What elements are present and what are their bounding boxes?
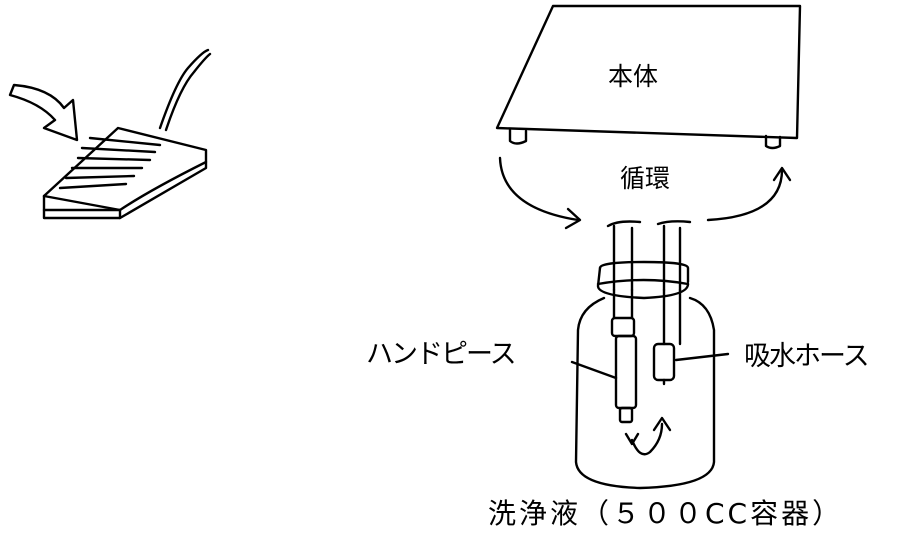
main-unit-label: 本体 [608,62,659,91]
swirl-arrow-icon [624,416,672,456]
circulation-arrow-left [498,156,582,230]
handpiece-leader [570,360,618,380]
foot-pedal-icon [42,48,212,220]
circulation-label: 循環 [620,164,671,193]
bottle [574,260,716,490]
hoses [606,220,692,292]
cleaning-solution-caption: 洗浄液（５００CC容器） [488,497,844,530]
circulation-arrow-right [706,166,792,222]
suction-hose-label: 吸水ホース [744,341,870,372]
main-unit [495,4,802,150]
suction-hose-leader [674,352,730,362]
handpiece-label: ハンドピース [366,339,517,370]
curved-arrow-icon [8,83,79,142]
suction-hose [652,288,682,386]
handpiece [610,288,638,424]
